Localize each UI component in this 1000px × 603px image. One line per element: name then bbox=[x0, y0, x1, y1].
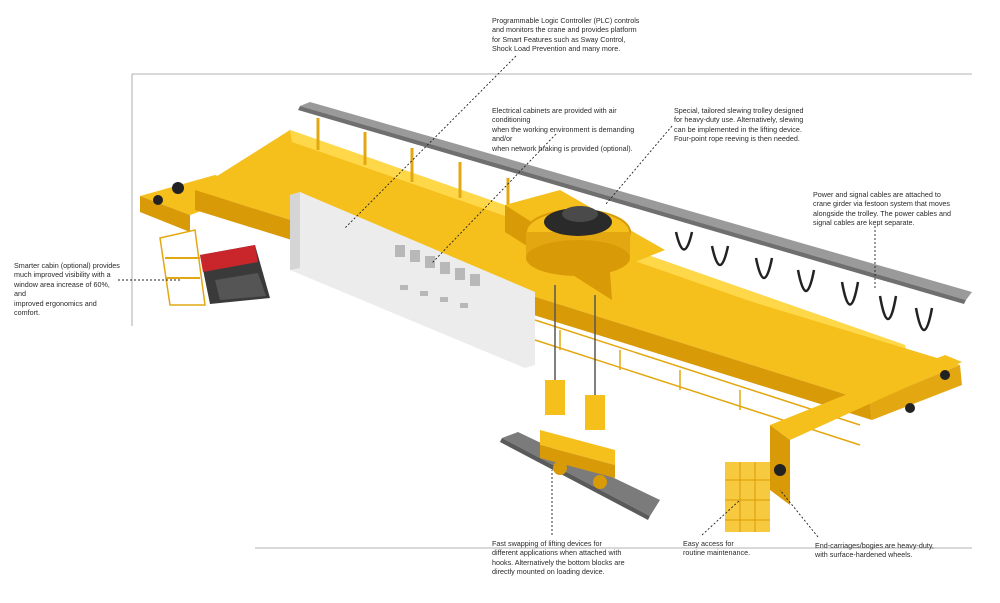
trolley bbox=[505, 190, 665, 300]
right-end-carriage bbox=[770, 355, 962, 505]
electrical-cabinet bbox=[290, 192, 535, 368]
cabin-annotation: Smarter cabin (optional) provides much i… bbox=[14, 261, 120, 318]
access-annotation: Easy access for routine maintenance. bbox=[683, 539, 751, 558]
leader-lines bbox=[118, 55, 876, 538]
runway-rail bbox=[298, 102, 972, 304]
festoon-loops bbox=[674, 231, 934, 331]
electrical-annotation: Electrical cabinets are provided with ai… bbox=[492, 106, 635, 153]
maintenance-cage bbox=[725, 462, 770, 532]
lifting-devices-annotation: Fast swapping of lifting devices for dif… bbox=[492, 539, 625, 577]
operator-cabin bbox=[159, 229, 270, 306]
trolley-annotation: Special, tailored slewing trolley design… bbox=[674, 106, 804, 144]
lifting-device bbox=[540, 285, 615, 489]
plc-annotation: Programmable Logic Controller (PLC) cont… bbox=[492, 16, 640, 54]
power-cables-annotation: Power and signal cables are attached to … bbox=[813, 190, 951, 228]
end-carriages-annotation: End-carriages/bogies are heavy-duty, wit… bbox=[815, 541, 934, 560]
frame-lines bbox=[131, 73, 972, 549]
